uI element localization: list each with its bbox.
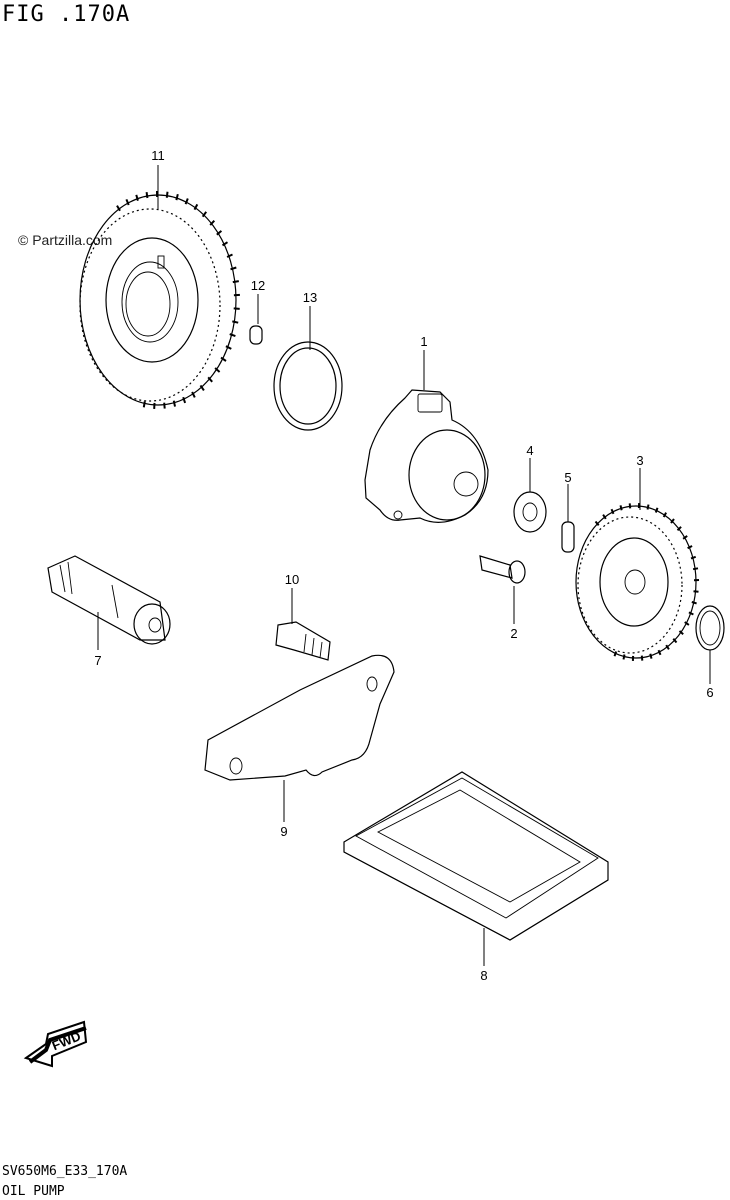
gear-tooth [610, 508, 615, 515]
gear-tooth [142, 401, 146, 408]
footer-name: OIL PUMP [2, 1184, 65, 1199]
part-12-pin[interactable] [249, 325, 263, 345]
gear-tooth [688, 611, 694, 616]
gear-tooth [165, 191, 169, 198]
gear-tooth [670, 518, 675, 524]
gear-tooth [125, 199, 130, 206]
gear-tooth [172, 400, 176, 407]
gear-tooth [654, 507, 659, 513]
callout-3: 3 [636, 453, 643, 468]
gear-tooth [678, 630, 684, 636]
gear-tooth [214, 367, 221, 373]
gear-tooth [594, 520, 600, 526]
gear-tooth [209, 220, 216, 226]
gear-tooth [230, 266, 237, 271]
gear-tooth [657, 649, 662, 656]
gear-tooth [175, 193, 179, 201]
part-2-screw[interactable] [479, 555, 526, 584]
gear-tooth [622, 654, 626, 660]
watermark: © Partzilla.com [18, 232, 113, 248]
gear-tooth [692, 567, 699, 571]
gear-tooth [220, 356, 227, 362]
part-11-driven-gear[interactable] [79, 190, 240, 409]
callout-6: 6 [706, 685, 713, 700]
gear-tooth [687, 545, 693, 550]
callout-4: 4 [526, 443, 533, 458]
part-3-drive-gear[interactable] [575, 503, 700, 661]
gear-tooth [182, 396, 187, 404]
gear-tooth [676, 526, 682, 532]
gear-tooth [221, 241, 229, 247]
gear-tooth [232, 280, 239, 284]
part-10-bolt[interactable] [275, 621, 331, 661]
gear-tooth [199, 384, 205, 391]
part-7-shaft[interactable] [47, 555, 171, 645]
gear-tooth [229, 333, 236, 338]
gear-tooth [613, 651, 618, 657]
gear-tooth [684, 621, 690, 626]
callout-9: 9 [280, 824, 287, 839]
gear-tooth [225, 345, 232, 350]
gear-tooth [672, 638, 678, 644]
callout-2: 2 [510, 626, 517, 641]
callout-10: 10 [285, 572, 299, 587]
callout-11: 11 [151, 148, 165, 163]
gear-tooth [191, 391, 196, 398]
fwd-arrow-icon: FWD [23, 1020, 88, 1068]
callout-5: 5 [564, 470, 571, 485]
gear-tooth [163, 402, 166, 409]
gear-tooth [619, 505, 623, 511]
callout-12: 12 [251, 278, 265, 293]
part-13-circlip[interactable] [273, 341, 343, 431]
gear-tooth [649, 653, 653, 659]
gear-tooth [145, 191, 149, 199]
gear-tooth [682, 535, 688, 540]
gear-tooth [116, 205, 121, 212]
figure-title: FIG .170A [2, 2, 131, 27]
callout-7: 7 [94, 653, 101, 668]
gear-tooth [628, 503, 632, 509]
gear-tooth [184, 198, 189, 205]
gear-tooth [665, 644, 670, 650]
gear-tooth [216, 230, 223, 236]
footer-code: SV650M6_E33_170A [2, 1164, 128, 1179]
callout-13: 13 [303, 290, 317, 305]
gear-tooth [233, 307, 240, 310]
gear-tooth [691, 601, 697, 605]
gear-tooth [201, 211, 208, 218]
gear-tooth [207, 376, 213, 383]
callout-1: 1 [420, 334, 427, 349]
part-6-circlip[interactable] [695, 605, 725, 651]
callout-8: 8 [480, 968, 487, 983]
gear-tooth [640, 655, 644, 661]
gear-tooth [226, 253, 233, 258]
gear-tooth [646, 504, 650, 510]
gear-tooth [690, 555, 697, 560]
gear-tooth [693, 590, 699, 593]
gear-tooth [193, 203, 199, 211]
part-1-oil-pump[interactable] [364, 389, 489, 523]
part-4-washer[interactable] [513, 491, 547, 533]
part-8-strainer[interactable] [343, 771, 609, 941]
part-9-plate[interactable] [204, 654, 395, 781]
gear-tooth [662, 512, 667, 518]
part-5-pin[interactable] [561, 521, 575, 553]
gear-tooth [602, 514, 607, 520]
gear-tooth [135, 194, 139, 201]
gear-tooth [232, 320, 239, 324]
